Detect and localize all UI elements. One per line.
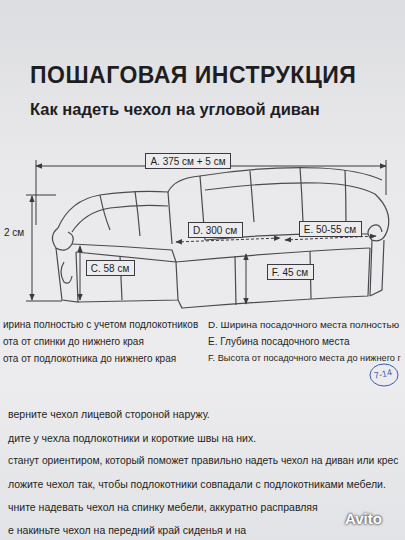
- dimension-box: F. 45 см: [267, 264, 314, 280]
- watermark: Avito: [345, 510, 382, 527]
- subtitle: Как надеть чехол на угловой диван: [30, 100, 320, 119]
- legend-line: ирина полностью с учетом подлокотников: [3, 319, 198, 331]
- step-text: дите у чехла подлокотники и короткие швы…: [8, 432, 256, 444]
- legend-line: D. Ширина посадочного места полностью: [208, 319, 399, 330]
- legend-line: ота от подлокотника до нижнего края: [3, 353, 176, 365]
- step-text: ложите чехол так, чтобы подлокотники сов…: [8, 478, 386, 490]
- legend-line: F. Высота от посадочного места до нижнег…: [208, 353, 401, 364]
- step-text: верните чехол лицевой стороной наружу.: [8, 408, 210, 420]
- dimension-box: A. 375 см + 5 см: [145, 153, 231, 169]
- dimension-text: D. 300 см: [193, 225, 237, 236]
- legend-line: E. Глубина посадочного места: [208, 336, 349, 348]
- handwritten-note: 7-14: [373, 367, 393, 381]
- legend-line: ота от спинки до нижнего края: [3, 336, 144, 348]
- dimension-text: C. 58 см: [91, 263, 130, 274]
- dimension-box: E. 50-55 см: [299, 221, 362, 237]
- dimension-lines: [26, 160, 386, 304]
- dimension-text: E. 50-55 см: [304, 224, 356, 235]
- step-text: чните надевать чехол на спинку мебели, а…: [8, 501, 318, 513]
- step-text: е накиньте чехол на передний край сидень…: [8, 524, 246, 536]
- dimension-text: F. 45 см: [272, 267, 308, 278]
- dimension-box: D. 300 см: [188, 222, 243, 238]
- dimension-text: A. 375 см + 5 см: [150, 156, 225, 167]
- handwritten-circle: [370, 364, 398, 386]
- sofa-outline: [52, 167, 388, 308]
- page-title: ПОШАГОВАЯ ИНСТРУКЦИЯ: [30, 62, 356, 88]
- dimension-label: 2 см: [3, 226, 25, 240]
- dimension-box: C. 58 см: [86, 260, 135, 276]
- step-text: станут ориентиром, который поможет прави…: [8, 455, 398, 467]
